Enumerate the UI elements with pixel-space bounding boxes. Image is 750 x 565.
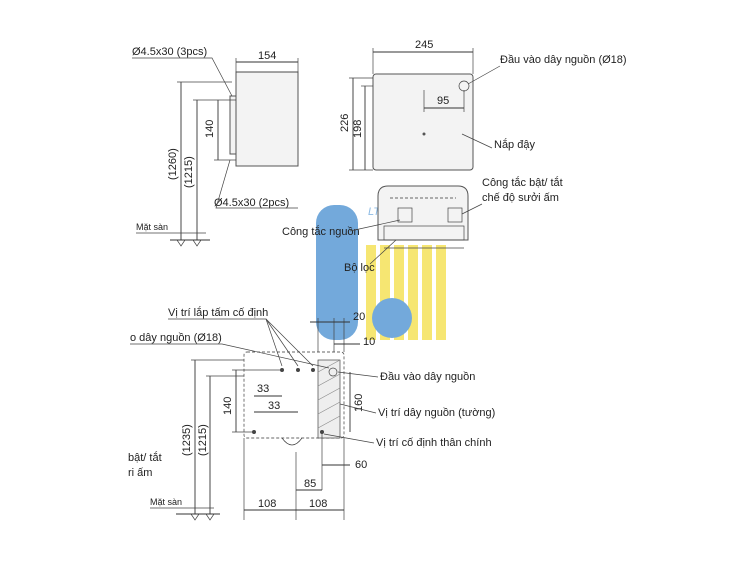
- power-inlet-label-top: Đầu vào dây nguồn (Ø18): [500, 54, 627, 66]
- dim-60: 60: [355, 459, 367, 471]
- screw-bottom-label: Ø4.5x30 (2pcs): [214, 197, 289, 209]
- bottom-view-body: [377, 185, 469, 241]
- power-switch-label: Công tắc nguồn: [282, 225, 360, 238]
- dim-33-a: 33: [257, 383, 269, 395]
- heat-switch-label-2: chế độ sưởi ấm: [482, 192, 559, 204]
- watermark-yellow-bar-2: [380, 245, 390, 340]
- dim-160: 160: [353, 394, 365, 412]
- power-switch-part: [397, 207, 413, 223]
- mount-plate-label: Vị trí lắp tấm cố định: [168, 306, 268, 319]
- dim-1260: (1260): [167, 148, 179, 180]
- dim-1235: (1235): [181, 424, 193, 456]
- front-view-top: 245 95 226 198 Đầu vào dây nguồn (Ø18) N…: [339, 39, 627, 171]
- dim-10: 10: [363, 336, 375, 348]
- watermark-yellow-bar-3: [394, 245, 404, 340]
- dim-245: 245: [415, 39, 433, 51]
- installation-view: 20 10 33 33 140 160 (1235) (1215) 60 85: [128, 306, 495, 521]
- cable-wall-area: [317, 359, 341, 439]
- dim-108-a: 108: [258, 498, 276, 510]
- unit-outline-dashed: [243, 351, 345, 439]
- bottom-view: Công tắc bật/ tắt chế độ sưởi ấm Công tắ…: [282, 176, 563, 274]
- watermark-yellow-bar-5: [422, 245, 432, 340]
- dim-108-b: 108: [309, 498, 327, 510]
- dim-20: 20: [353, 311, 365, 323]
- dim-198: 198: [352, 120, 364, 138]
- front-view-body: [372, 73, 474, 171]
- body-fix-label: Vị trí cố định thân chính: [376, 437, 492, 449]
- watermark-yellow-bar-4: [408, 245, 418, 340]
- dim-154: 154: [258, 50, 276, 62]
- watermark-logo: LT VN: [316, 205, 446, 340]
- watermark-blue-dot: [372, 298, 412, 338]
- side-view-body: [235, 71, 299, 167]
- cut-label-left-2: ri ấm: [128, 467, 152, 479]
- cable-wall-label: Vị trí dây nguồn (tường): [378, 407, 495, 419]
- dim-85: 85: [304, 478, 316, 490]
- dim-1215-bottom: (1215): [197, 424, 209, 456]
- dim-33-b: 33: [268, 400, 280, 412]
- floor-label-bottom: Mặt sàn: [150, 497, 182, 507]
- watermark-yellow-bar-6: [436, 245, 446, 340]
- dim-140-top: 140: [204, 120, 216, 138]
- cut-label-left-1: bật/ tắt: [128, 451, 162, 464]
- heat-switch-label-1: Công tắc bật/ tắt: [482, 176, 563, 189]
- dim-226: 226: [339, 114, 351, 132]
- dim-95: 95: [437, 95, 449, 107]
- watermark-yellow-bar-1: [366, 245, 376, 340]
- dim-1215-top: (1215): [183, 156, 195, 188]
- power-inlet-label-cut: o dây nguồn (Ø18): [130, 332, 222, 344]
- side-view-top: 154 Ø4.5x30 (3pcs) Ø4.5x30 (2pcs) 140 (1…: [132, 46, 299, 247]
- power-inlet-point: [328, 367, 338, 377]
- heat-switch-part: [447, 207, 463, 223]
- floor-label-left: Mặt sàn: [136, 222, 168, 232]
- cover-label: Nắp đậy: [494, 138, 535, 151]
- filter-part: [383, 225, 465, 241]
- filter-label: Bộ lọc: [344, 262, 375, 274]
- watermark-blue-bar: [316, 205, 358, 340]
- dim-140-bottom: 140: [222, 397, 234, 415]
- screw-top-label: Ø4.5x30 (3pcs): [132, 46, 207, 58]
- side-wall-plate: [229, 95, 237, 155]
- power-inlet-label-bottom: Đầu vào dây nguồn: [380, 371, 475, 383]
